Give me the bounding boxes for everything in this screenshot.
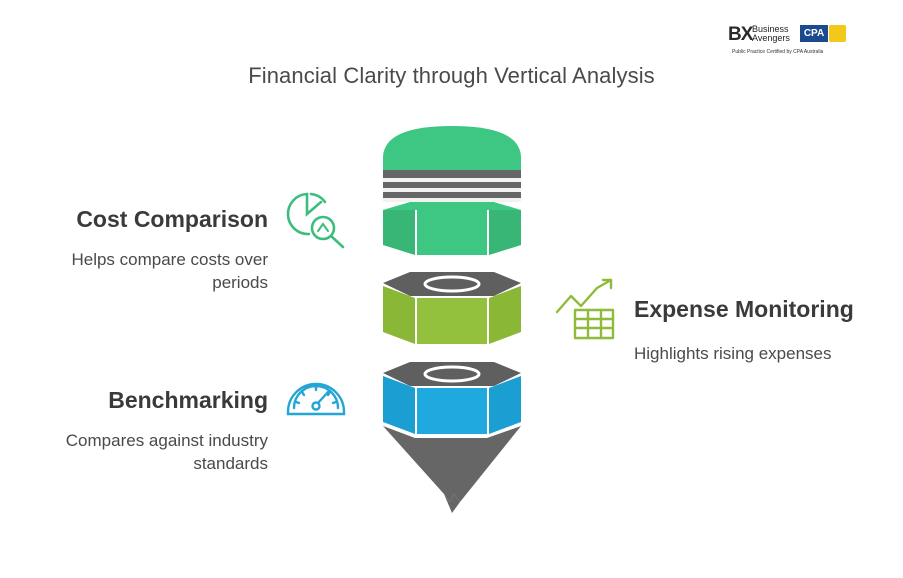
- pie-chart-magnifier-icon: [286, 192, 345, 249]
- speedometer-icon: [286, 382, 346, 416]
- stack-segment-blue: [383, 362, 521, 513]
- cpa-seal-icon: [829, 25, 846, 42]
- rising-chart-table-icon: [555, 278, 615, 340]
- logo-name: Business Avengers: [752, 24, 790, 43]
- stack-segment-green: [383, 126, 521, 255]
- logo-certification: Public Practice Certified by CPA Austral…: [732, 49, 824, 55]
- cost-comparison-heading: Cost Comparison: [76, 206, 268, 232]
- benchmarking-desc: Compares against industry standards: [65, 431, 268, 473]
- page-title: Financial Clarity through Vertical Analy…: [248, 63, 655, 88]
- cost-comparison-desc: Helps compare costs over periods: [71, 250, 268, 292]
- benchmarking-heading: Benchmarking: [108, 387, 268, 413]
- expense-monitoring-heading: Expense Monitoring: [634, 296, 854, 322]
- business-avengers-logo: BX Business Avengers CPA Public Practice…: [728, 24, 852, 60]
- expense-monitoring-desc: Highlights rising expenses: [634, 344, 832, 363]
- stack-segment-lime: [383, 272, 521, 344]
- cpa-badge: CPA: [800, 25, 828, 42]
- vertical-stack-diagram: [383, 126, 521, 513]
- logo-mark: BX: [728, 24, 753, 45]
